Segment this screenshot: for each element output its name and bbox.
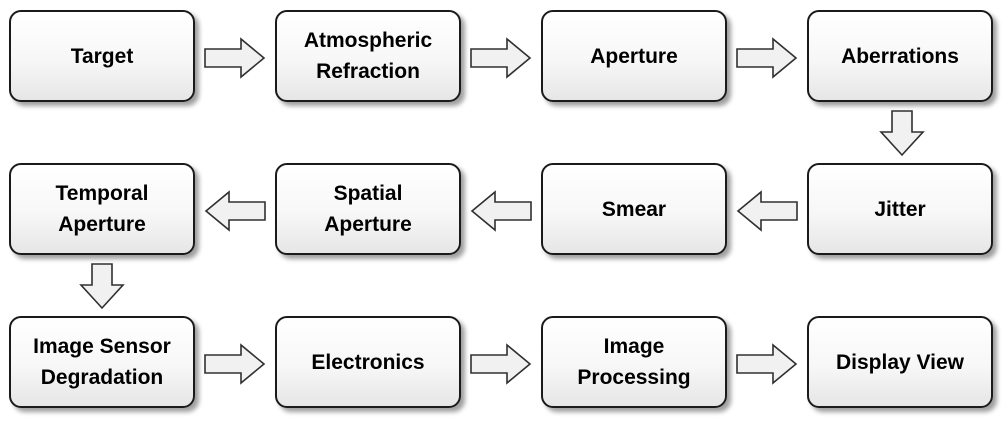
arrow-right-icon <box>736 37 798 79</box>
step-spatial-aperture: Spatial Aperture <box>275 163 461 255</box>
arrow-right-icon <box>470 343 532 385</box>
step-image-sensor-degradation: Image Sensor Degradation <box>9 316 195 408</box>
arrow-left-icon <box>470 190 532 232</box>
step-label-atmospheric-refraction: Atmospheric Refraction <box>303 29 433 83</box>
arrow-down-icon <box>79 263 125 310</box>
step-label-display-view: Display View <box>835 350 964 374</box>
step-image-processing: Image Processing <box>541 316 727 408</box>
step-label-temporal-aperture: Temporal Aperture <box>55 182 149 236</box>
arrow-right-icon <box>204 343 266 385</box>
arrow-right-icon <box>470 37 532 79</box>
step-target: Target <box>9 10 195 102</box>
step-aperture: Aperture <box>541 10 727 102</box>
step-label-aperture: Aperture <box>590 44 678 68</box>
step-jitter: Jitter <box>807 163 993 255</box>
arrow-left-icon <box>736 190 798 232</box>
step-aberrations: Aberrations <box>807 10 993 102</box>
step-electronics: Electronics <box>275 316 461 408</box>
step-label-aberrations: Aberrations <box>841 44 959 68</box>
step-label-spatial-aperture: Spatial Aperture <box>324 182 412 236</box>
step-label-image-processing: Image Processing <box>577 335 691 389</box>
step-label-jitter: Jitter <box>874 197 926 221</box>
step-smear: Smear <box>541 163 727 255</box>
step-temporal-aperture: Temporal Aperture <box>9 163 195 255</box>
arrow-down-icon <box>879 110 925 157</box>
step-atmospheric-refraction: Atmospheric Refraction <box>275 10 461 102</box>
arrow-right-icon <box>204 37 266 79</box>
step-display-view: Display View <box>807 316 993 408</box>
arrow-right-icon <box>736 343 798 385</box>
step-label-image-sensor-degradation: Image Sensor Degradation <box>33 335 171 389</box>
step-label-smear: Smear <box>601 197 667 221</box>
step-label-target: Target <box>70 44 134 68</box>
arrow-left-icon <box>204 190 266 232</box>
step-label-electronics: Electronics <box>311 350 425 374</box>
